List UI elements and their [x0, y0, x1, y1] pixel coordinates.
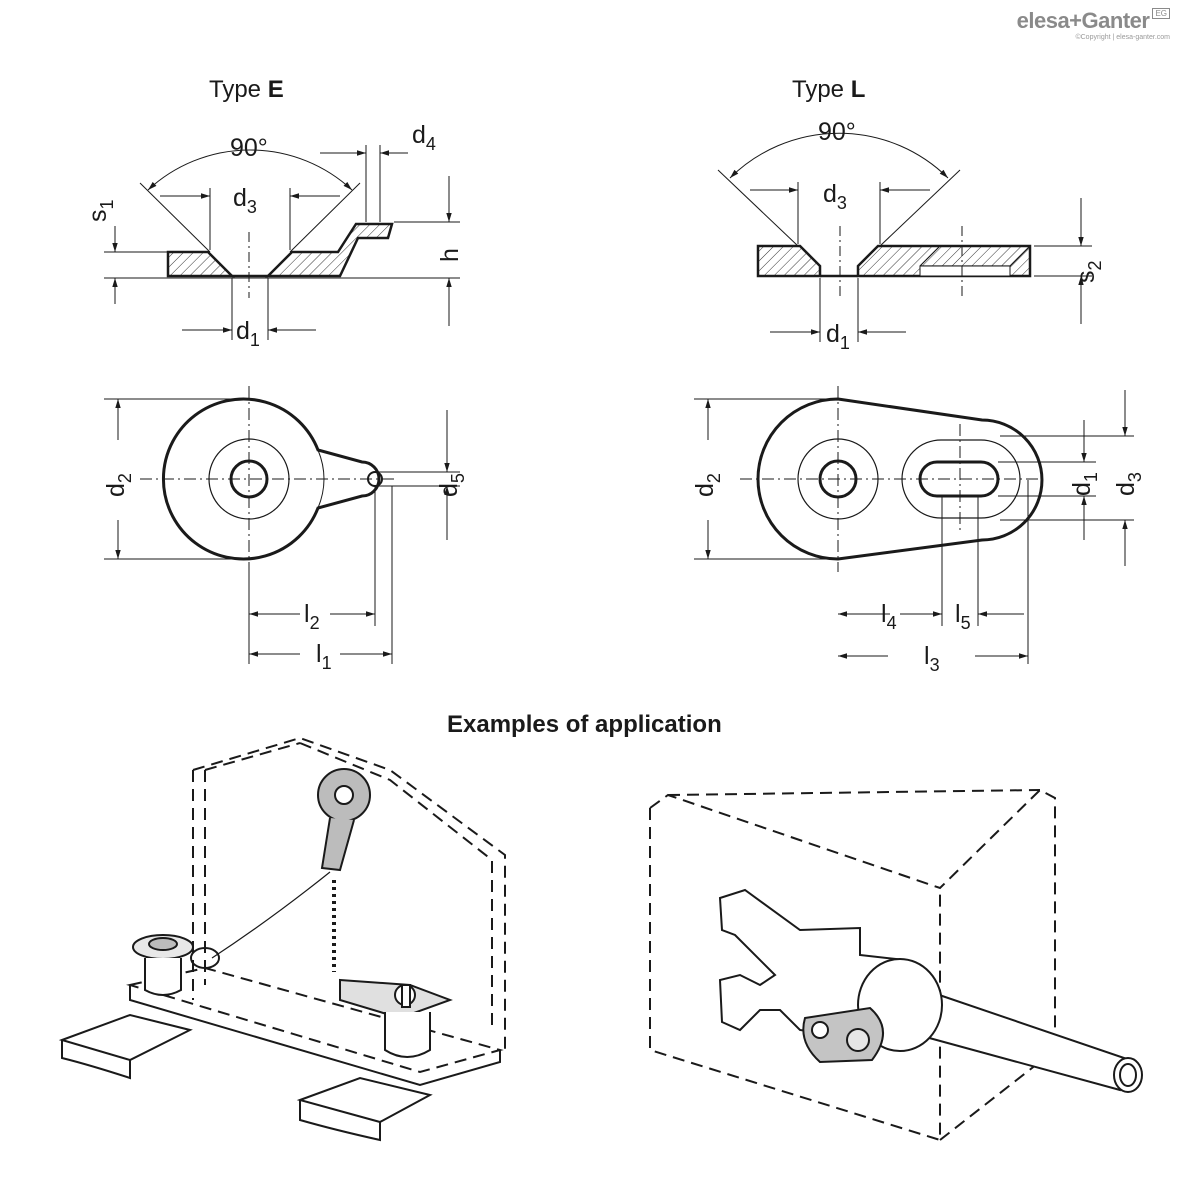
type-e-d5-label: d5: [435, 473, 468, 497]
type-e-l2-label: l2: [304, 600, 320, 633]
type-e-title: Type E: [209, 76, 284, 103]
type-e-d2-label: d2: [102, 473, 135, 497]
examples-heading: Examples of application: [447, 711, 722, 738]
type-e-angle-label: 90°: [230, 134, 268, 162]
type-e-s1-label: s1: [84, 199, 117, 222]
type-l-d3-plan-label: d3: [1112, 472, 1145, 496]
type-l-l3-label: l3: [924, 642, 940, 675]
type-l-plan-view: [694, 386, 1134, 664]
type-l-s2-label: s2: [1072, 260, 1105, 283]
type-l-d1-plan-label: d1: [1068, 472, 1101, 496]
brand-badge: EG: [1152, 8, 1170, 19]
type-l-l5-label: l5: [955, 600, 971, 633]
brand-copyright: ©Copyright | elesa-ganter.com: [1075, 34, 1170, 41]
type-e-d3-label: d3: [233, 184, 257, 217]
application-example-chain: [58, 736, 506, 1142]
type-l-d3-label: d3: [823, 180, 847, 213]
type-l-title: Type L: [792, 76, 866, 103]
type-l-d1-label: d1: [826, 320, 850, 353]
brand-name: elesa+Ganter: [1016, 8, 1150, 33]
type-e-plan-view: [104, 386, 460, 664]
type-e-d4-label: d4: [412, 121, 436, 154]
type-l-d2-label: d2: [691, 473, 724, 497]
type-e-d1-label: d1: [236, 317, 260, 350]
type-e-section-view: [104, 145, 460, 340]
application-example-fixture: [649, 788, 1143, 1142]
type-e-l1-label: l1: [316, 640, 332, 673]
type-e-h-label: h: [436, 248, 464, 262]
type-l-section-view: [717, 132, 1092, 342]
type-l-angle-label: 90°: [818, 118, 856, 146]
type-l-l4-label: l4: [881, 600, 897, 633]
